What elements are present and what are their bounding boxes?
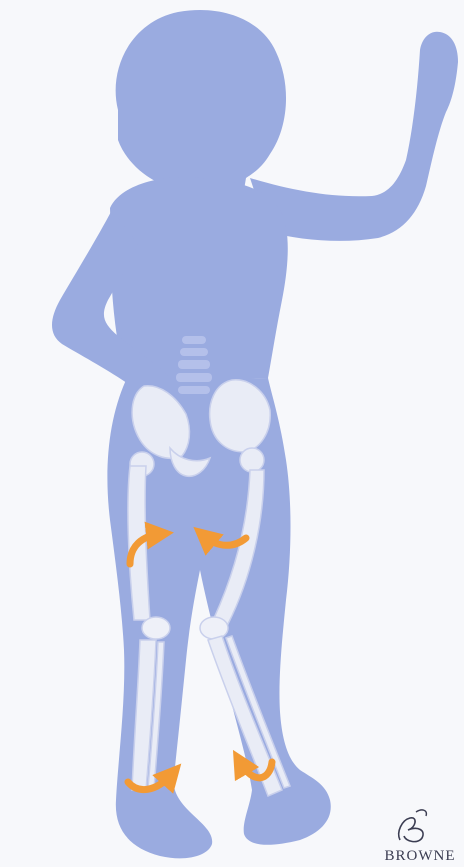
head (116, 10, 286, 196)
artist-signature: BROWNE (378, 806, 462, 866)
signature-text: BROWNE (378, 848, 462, 865)
signature-monogram-icon (392, 806, 436, 846)
raised-arm (250, 32, 458, 241)
